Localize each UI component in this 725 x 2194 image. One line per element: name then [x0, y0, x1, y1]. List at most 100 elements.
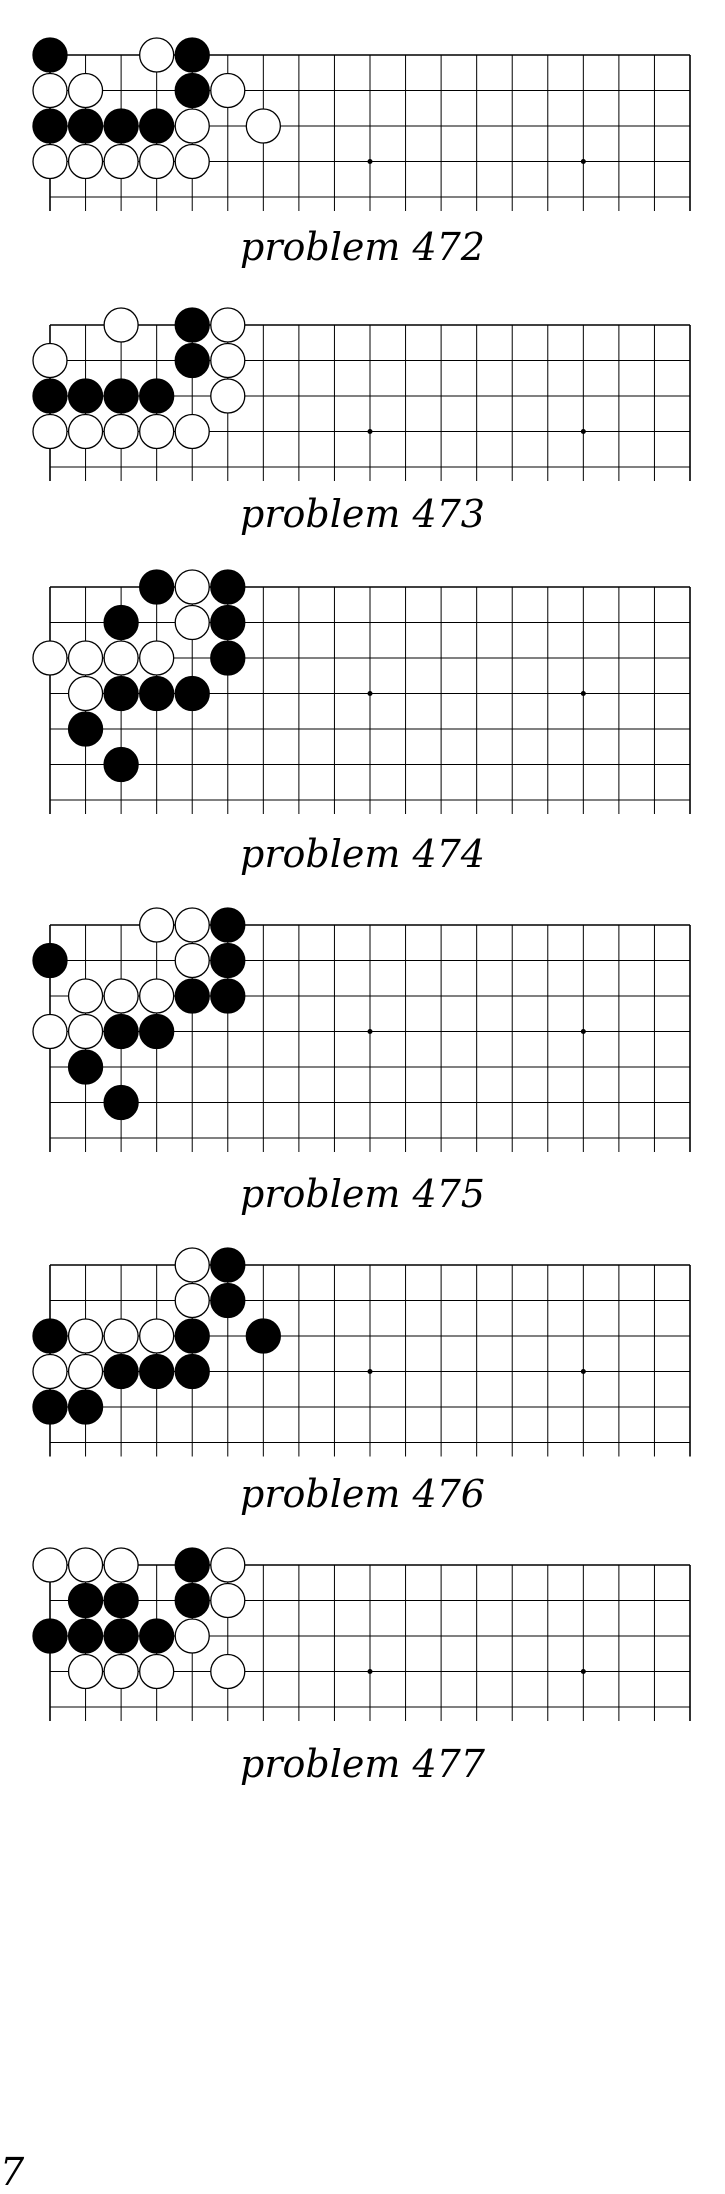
- black-stone: [210, 1247, 246, 1283]
- star-point: [367, 429, 373, 434]
- star-point: [580, 1669, 586, 1674]
- star-point: [367, 691, 373, 696]
- star-point: [367, 1669, 373, 1674]
- problem-caption: problem 477: [240, 1742, 485, 1786]
- white-stone: [139, 37, 175, 73]
- white-stone: [67, 1318, 104, 1354]
- black-stone: [103, 675, 139, 712]
- black-stone: [32, 1389, 68, 1425]
- white-stone: [103, 1547, 139, 1583]
- black-stone: [67, 1618, 104, 1654]
- white-stone: [139, 640, 175, 676]
- star-point: [367, 1029, 373, 1034]
- star-point: [580, 429, 586, 434]
- white-stone: [103, 1653, 139, 1690]
- white-stone: [32, 1353, 68, 1390]
- white-stone: [67, 1353, 104, 1390]
- star-point: [367, 159, 373, 164]
- black-stone: [103, 1353, 139, 1390]
- black-stone: [32, 378, 68, 414]
- go-board: [32, 569, 691, 814]
- black-stone: [139, 378, 175, 414]
- problem-caption: problem 473: [240, 492, 485, 536]
- white-stone: [210, 1653, 246, 1690]
- black-stone: [67, 378, 104, 414]
- white-stone: [139, 1318, 175, 1354]
- page-number: 7: [0, 2150, 25, 2194]
- go-board: [32, 907, 691, 1152]
- black-stone: [103, 108, 139, 144]
- white-stone: [139, 143, 175, 180]
- white-stone: [210, 378, 246, 414]
- black-stone: [103, 1084, 139, 1121]
- white-stone: [210, 1582, 246, 1619]
- white-stone: [210, 342, 246, 379]
- black-stone: [210, 640, 246, 676]
- white-stone: [103, 413, 139, 450]
- white-stone: [174, 942, 210, 979]
- problem-caption: problem 474: [240, 832, 485, 876]
- white-stone: [32, 1547, 68, 1583]
- black-stone: [139, 569, 175, 605]
- white-stone: [103, 143, 139, 180]
- black-stone: [103, 1618, 139, 1654]
- go-board: [32, 1247, 691, 1457]
- black-stone: [32, 108, 68, 144]
- white-stone: [174, 1247, 210, 1283]
- black-stone: [139, 108, 175, 144]
- white-stone: [67, 640, 104, 676]
- white-stone: [67, 1547, 104, 1583]
- black-stone: [139, 675, 175, 712]
- white-stone: [67, 675, 104, 712]
- black-stone: [139, 1618, 175, 1654]
- black-stone: [174, 1582, 210, 1619]
- problem-caption: problem 476: [240, 1472, 485, 1516]
- white-stone: [103, 978, 139, 1014]
- black-stone: [210, 1282, 246, 1319]
- star-point: [367, 1369, 373, 1374]
- white-stone: [174, 907, 210, 943]
- black-stone: [103, 1582, 139, 1619]
- white-stone: [103, 640, 139, 676]
- black-stone: [103, 378, 139, 414]
- go-board: [32, 307, 691, 481]
- go-board: [32, 37, 691, 211]
- white-stone: [174, 413, 210, 450]
- white-stone: [174, 1282, 210, 1319]
- black-stone: [32, 37, 68, 73]
- white-stone: [67, 413, 104, 450]
- black-stone: [67, 1582, 104, 1619]
- white-stone: [67, 1653, 104, 1690]
- white-stone: [174, 604, 210, 641]
- white-stone: [32, 143, 68, 180]
- problem-caption: problem 472: [240, 225, 485, 269]
- white-stone: [139, 907, 175, 943]
- white-stone: [32, 640, 68, 676]
- black-stone: [174, 342, 210, 379]
- black-stone: [210, 907, 246, 943]
- black-stone: [210, 569, 246, 605]
- white-stone: [103, 307, 139, 343]
- star-point: [580, 1029, 586, 1034]
- white-stone: [32, 342, 68, 379]
- white-stone: [67, 143, 104, 180]
- star-point: [580, 691, 586, 696]
- white-stone: [32, 72, 68, 109]
- black-stone: [32, 942, 68, 979]
- black-stone: [103, 604, 139, 641]
- black-stone: [210, 604, 246, 641]
- white-stone: [32, 413, 68, 450]
- white-stone: [67, 1013, 104, 1050]
- black-stone: [174, 1353, 210, 1390]
- white-stone: [67, 72, 104, 109]
- black-stone: [67, 1389, 104, 1425]
- black-stone: [139, 1013, 175, 1050]
- black-stone: [210, 978, 246, 1014]
- black-stone: [174, 675, 210, 712]
- white-stone: [210, 1547, 246, 1583]
- black-stone: [67, 108, 104, 144]
- white-stone: [174, 108, 210, 144]
- black-stone: [174, 1547, 210, 1583]
- black-stone: [103, 746, 139, 783]
- black-stone: [32, 1318, 68, 1354]
